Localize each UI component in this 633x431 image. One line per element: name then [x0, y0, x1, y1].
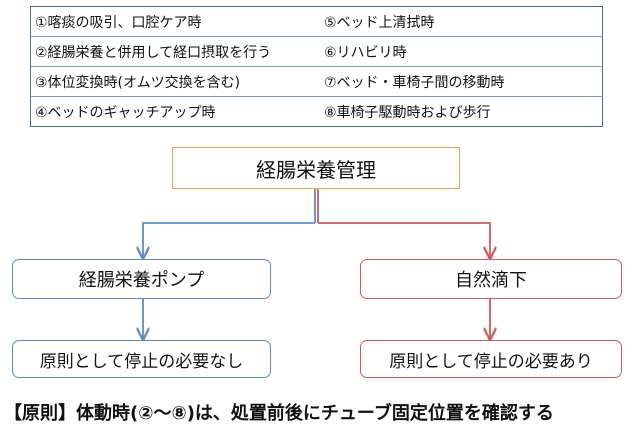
table-row: ①喀痰の吸引、口腔ケア時 ⑤ベッド上清拭時	[30, 6, 603, 37]
condition-cell: ⑦ベッド・車椅子間の移動時	[320, 66, 603, 97]
branch-node-gravity-drip: 自然滴下	[360, 259, 622, 299]
table-row: ④ベッドのギャッチアップ時 ⑧車椅子駆動時および歩行	[31, 97, 603, 127]
condition-cell: ②経腸栄養と併用して経口摂取を行う	[30, 36, 320, 67]
condition-cell: ①喀痰の吸引、口腔ケア時	[30, 6, 320, 37]
connector-to-gravity	[318, 222, 490, 258]
condition-cell: ④ベッドのギャッチアップ時	[35, 104, 216, 121]
condition-cell: ⑧車椅子駆動時および歩行	[324, 104, 491, 121]
condition-cell: ⑥リハビリ時	[320, 36, 603, 67]
branch-node-pump: 経腸栄養ポンプ	[12, 259, 271, 299]
connector-to-pump	[143, 222, 315, 258]
condition-cell: ⑤ベッド上清拭時	[320, 6, 603, 37]
table-row: ②経腸栄養と併用して経口摂取を行う ⑥リハビリ時	[30, 36, 603, 67]
result-node-no-stop: 原則として停止の必要なし	[12, 340, 271, 378]
result-node-stop-required: 原則として停止の必要あり	[360, 340, 622, 378]
condition-table: ①喀痰の吸引、口腔ケア時 ⑤ベッド上清拭時 ②経腸栄養と併用して経口摂取を行う …	[30, 6, 603, 127]
table-row: ③体位変換時(オムツ交換を含む) ⑦ベッド・車椅子間の移動時	[30, 66, 603, 97]
condition-cell: ③体位変換時(オムツ交換を含む)	[30, 66, 320, 97]
principle-note: 【原則】体動時(②～⑧)は、処置前後にチューブ固定位置を確認する	[4, 403, 554, 424]
root-node-enteral-management: 経腸栄養管理	[172, 147, 460, 189]
